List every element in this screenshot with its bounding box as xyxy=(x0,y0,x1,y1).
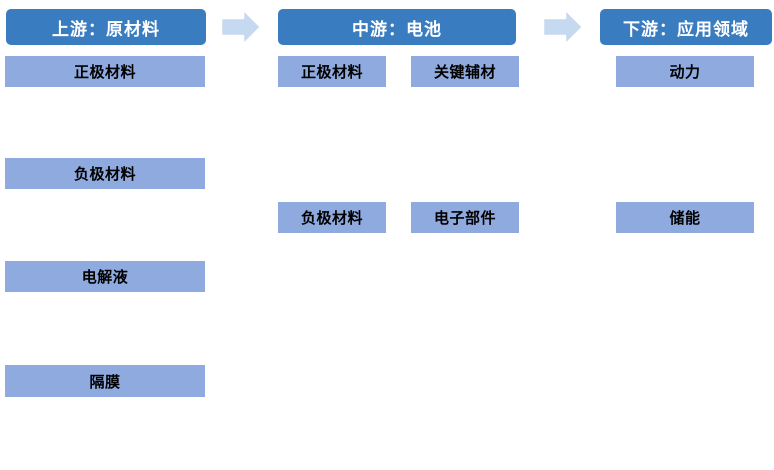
right-arrow-icon-midstream-to-downstream xyxy=(541,6,585,48)
category-box-midstream-cathode: 正极材料 xyxy=(278,56,386,87)
category-box-midstream-anode: 负极材料 xyxy=(278,202,386,233)
category-box-upstream-electrolyte: 电解液 xyxy=(5,261,205,292)
category-box-label: 电子部件 xyxy=(433,210,496,227)
category-box-midstream-key-auxiliary: 关键辅材 xyxy=(411,56,519,87)
stage-header-downstream-label: 下游：应用领域 xyxy=(623,19,749,39)
category-box-upstream-separator: 隔膜 xyxy=(5,365,205,397)
category-box-label: 动力 xyxy=(669,64,701,81)
category-box-label: 正极材料 xyxy=(73,64,136,81)
category-box-label: 隔膜 xyxy=(89,373,121,391)
category-box-label: 电解液 xyxy=(81,269,129,286)
stage-header-midstream: 中游：电池 xyxy=(276,7,518,47)
category-box-upstream-cathode: 正极材料 xyxy=(5,56,205,87)
stage-header-downstream: 下游：应用领域 xyxy=(598,7,774,47)
category-box-midstream-electronic-parts: 电子部件 xyxy=(411,202,519,233)
category-box-downstream-energy-storage: 储能 xyxy=(616,202,754,233)
category-box-label: 关键辅材 xyxy=(433,64,496,81)
category-box-downstream-power: 动力 xyxy=(616,56,754,87)
stage-header-midstream-label: 中游：电池 xyxy=(352,19,442,39)
stage-header-upstream: 上游：原材料 xyxy=(4,7,208,47)
category-box-label: 正极材料 xyxy=(300,64,363,81)
category-box-label: 负极材料 xyxy=(300,210,363,227)
right-arrow-icon-upstream-to-midstream xyxy=(219,6,263,48)
category-box-label: 储能 xyxy=(669,210,701,227)
stage-header-upstream-label: 上游：原材料 xyxy=(52,19,160,39)
category-box-label: 负极材料 xyxy=(73,166,136,183)
category-box-upstream-anode: 负极材料 xyxy=(5,158,205,189)
